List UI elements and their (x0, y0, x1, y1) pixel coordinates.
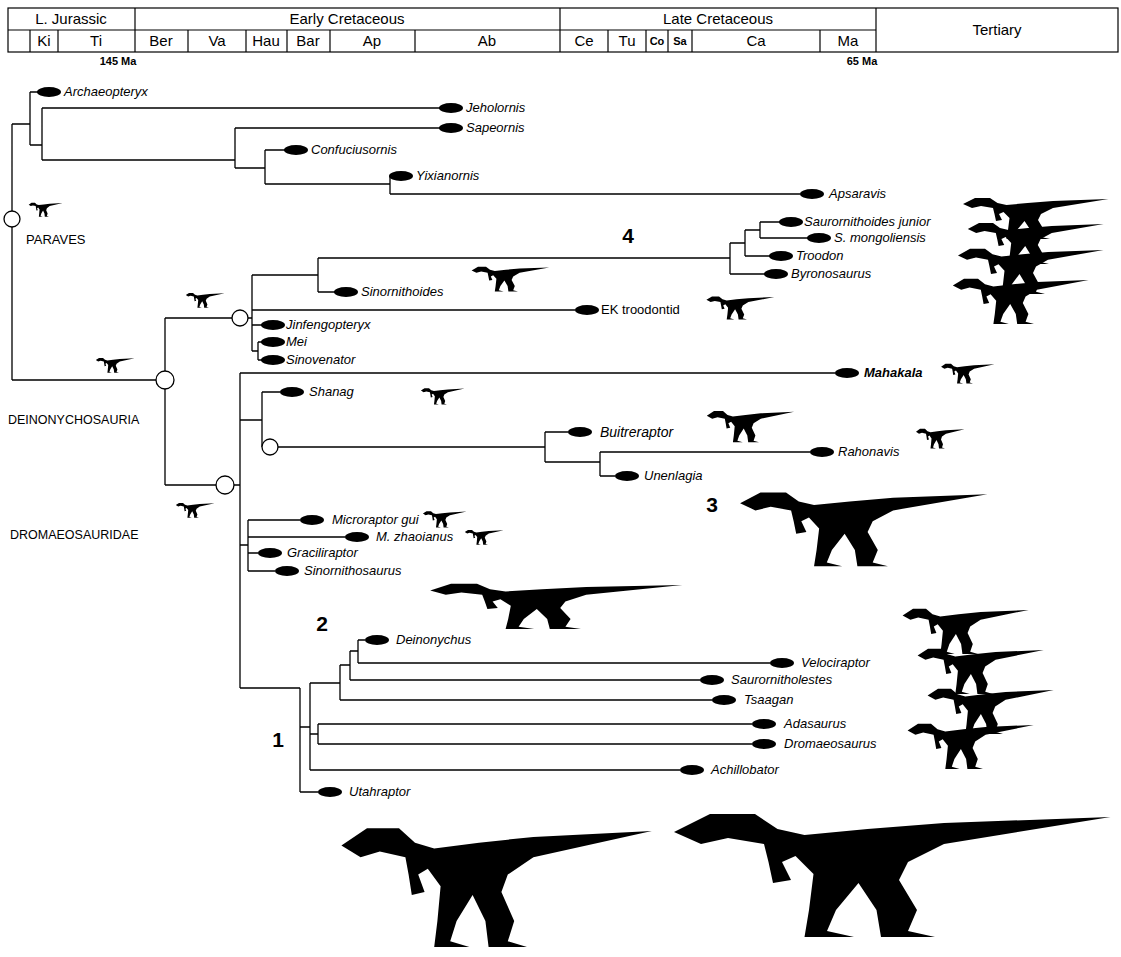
callout-number: 2 (316, 612, 328, 636)
taxon-name: Graciliraptor (287, 546, 358, 561)
stage-name: Ap (363, 32, 381, 49)
taxon-name: Shanag (309, 385, 354, 400)
taxon-name: EK troodontid (601, 303, 680, 318)
taxon-name: Achillobator (711, 763, 779, 778)
taxon-name: Troodon (796, 249, 843, 264)
stage-name: Tu (619, 32, 636, 49)
stage-name: Ab (478, 32, 496, 49)
taxon-name: Byronosaurus (791, 267, 871, 282)
tree-branches (12, 92, 835, 792)
dinosaur-silhouettes (29, 198, 1111, 947)
taxon-name: Apsaravis (829, 187, 886, 202)
period-name: Early Cretaceous (289, 10, 404, 27)
taxon-name: Microraptor gui (332, 513, 419, 528)
clade-circles (4, 211, 278, 494)
clade-name: DROMAEOSAURIDAE (10, 528, 139, 542)
taxon-name: Confuciusornis (311, 143, 397, 158)
taxon-name: Buitreraptor (600, 424, 673, 440)
taxon-name: Archaeopteryx (64, 85, 148, 100)
stage-name: Ki (37, 32, 50, 49)
taxon-name: M. zhaoianus (376, 530, 453, 545)
taxon-name: Sinornithoides (361, 285, 443, 300)
taxon-name: Saurornithoides junior (804, 215, 930, 230)
callout-number: 1 (272, 728, 284, 752)
callout-number: 4 (622, 224, 634, 248)
period-name: Tertiary (972, 21, 1021, 38)
taxon-name: Sapeornis (466, 121, 525, 136)
period-name: L. Jurassic (35, 10, 107, 27)
stage-name: Sa (673, 35, 686, 48)
taxon-name: Sinornithosaurus (304, 564, 402, 579)
taxon-name: Deinonychus (396, 633, 471, 648)
taxon-name: Sinovenator (286, 353, 355, 368)
callout-number: 3 (706, 493, 718, 517)
taxon-name: Utahraptor (349, 785, 410, 800)
stage-name: Ti (90, 32, 102, 49)
period-name: Late Cretaceous (663, 10, 773, 27)
age-mark: 145 Ma (100, 55, 137, 68)
taxon-name: Adasaurus (784, 717, 846, 732)
taxon-name: Rahonavis (838, 445, 899, 460)
stage-name: Ber (149, 32, 172, 49)
taxon-name: S. mongoliensis (834, 231, 926, 246)
stage-name: Ce (574, 32, 593, 49)
taxon-name: Yixianornis (416, 169, 479, 184)
taxon-name: Mahakala (864, 366, 923, 381)
taxon-name: Saurornitholestes (731, 673, 832, 688)
stage-name: Va (208, 32, 225, 49)
taxon-name: Mei (286, 335, 307, 350)
taxon-name: Jeholornis (466, 101, 525, 116)
taxon-name: Tsaagan (744, 693, 793, 708)
taxon-name: Velociraptor (801, 656, 870, 671)
clade-name: DEINONYCHOSAURIA (8, 413, 139, 427)
stage-name: Bar (296, 32, 319, 49)
stage-name: Ma (838, 32, 859, 49)
taxon-name: Unenlagia (644, 469, 703, 484)
stage-name: Ca (746, 32, 765, 49)
time-range-bars (37, 87, 859, 797)
taxon-name: Dromaeosaurus (784, 737, 877, 752)
stage-name: Hau (252, 32, 280, 49)
clade-name: PARAVES (26, 233, 85, 248)
taxon-name: Jinfengopteryx (286, 318, 371, 333)
time-scale (8, 8, 1118, 52)
age-mark: 65 Ma (847, 55, 878, 68)
stage-name: Co (650, 35, 665, 48)
